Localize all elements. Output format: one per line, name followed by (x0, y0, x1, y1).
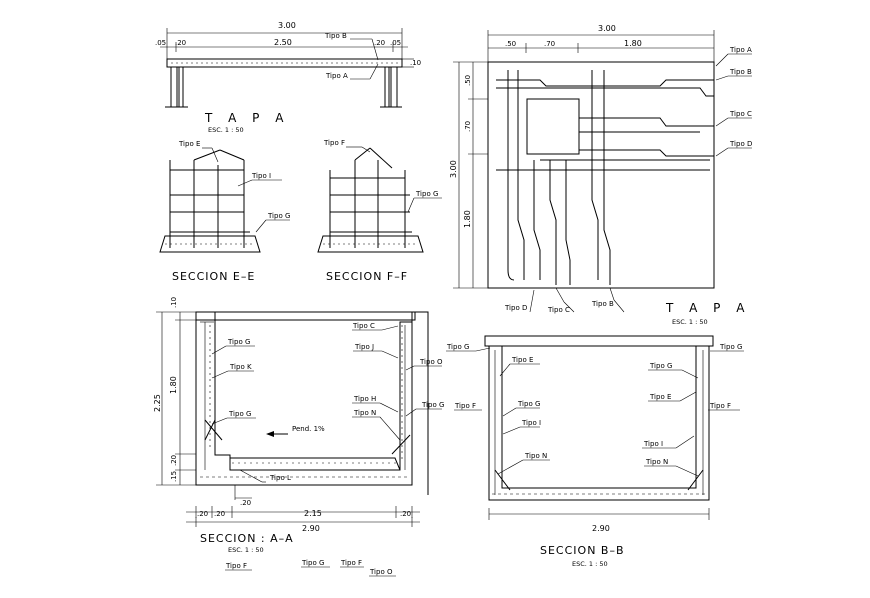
label-aa-tipo-o: Tipo O (419, 358, 443, 366)
dim-plan-s1: .50 (505, 40, 516, 48)
dim-plan-top: 3.00 (598, 24, 616, 33)
dim-plan-l2: .70 (464, 121, 472, 132)
label-plan-bottom-tipo-c: Tipo C (547, 306, 570, 314)
dim-plan-left: 3.00 (449, 160, 458, 178)
seccion-e-e: Tipo E Tipo I Tipo G SECCION E–E (159, 140, 290, 283)
seccion-f-f-title: SECCION F–F (326, 270, 408, 283)
label-bb-tipo-g-right-inner: Tipo G (649, 362, 672, 370)
label-bb-tipo-g-right: Tipo G (719, 343, 742, 351)
label-bb-tipo-f-right: Tipo F (709, 402, 731, 410)
label-bb-tipo-n-right: Tipo N (645, 458, 668, 466)
label-bb-tipo-n-left: Tipo N (524, 452, 547, 460)
dim-tapa-right2: .05 (390, 39, 401, 47)
dim-tapa-total: 3.00 (278, 21, 296, 30)
label-aa-pend: Pend. 1% (292, 425, 325, 433)
dim-aa-bot-mid: 2.15 (304, 509, 322, 518)
label-aa-tipo-k: Tipo K (229, 363, 252, 371)
label-tipo-g-ff: Tipo G (415, 190, 438, 198)
dim-aa-h5: .15 (170, 471, 178, 482)
dim-aa-bot3: .20 (400, 510, 411, 518)
loose-label-tipo-g: Tipo G (301, 559, 324, 567)
label-aa-tipo-g2: Tipo G (228, 410, 251, 418)
label-bb-tipo-g-left: Tipo G (446, 343, 469, 351)
loose-label-tipo-o: Tipo O (369, 568, 393, 576)
label-bb-tipo-f-left: Tipo F (454, 402, 476, 410)
label-aa-tipo-n: Tipo N (353, 409, 376, 417)
dim-tapa-thick: .10 (410, 59, 421, 67)
label-plan-tipo-b: Tipo B (729, 68, 752, 76)
seccion-f-f: Tipo F Tipo G SECCION F–F (317, 139, 442, 283)
dim-aa-h3: 2.25 (153, 394, 162, 412)
label-bb-tipo-g-inner: Tipo G (517, 400, 540, 408)
seccion-b-b-title: SECCION B–B (540, 544, 625, 557)
dim-bb-total: 2.90 (592, 524, 610, 533)
dim-aa-h4: .20 (170, 455, 178, 466)
label-tipo-f: Tipo F (323, 139, 345, 147)
label-tipo-b: Tipo B (324, 32, 347, 40)
loose-labels: Tipo F Tipo G Tipo F Tipo O (225, 559, 396, 577)
dim-plan-s2: .70 (544, 40, 555, 48)
dim-aa-bot1: .20 (197, 510, 208, 518)
dim-tapa-left1: .05 (155, 39, 166, 47)
label-aa-tipo-g3: Tipo G (421, 401, 444, 409)
label-bb-tipo-i-right: Tipo I (643, 440, 663, 448)
dim-plan-l3: 1.80 (463, 210, 472, 228)
label-tipo-a: Tipo A (325, 72, 348, 80)
label-aa-tipo-j: Tipo J (354, 343, 374, 351)
seccion-e-e-title: SECCION E–E (172, 270, 255, 283)
label-tipo-g: Tipo G (267, 212, 290, 220)
loose-label-tipo-f2: Tipo F (340, 559, 362, 567)
dim-aa-h1: .10 (170, 297, 178, 308)
dim-aa-total: 2.90 (302, 524, 320, 533)
seccion-b-b: Tipo G Tipo E Tipo F Tipo G Tipo I Tipo … (446, 335, 744, 568)
dim-aa-b20: .20 (240, 499, 251, 507)
tapa-plan: 3.00 .50 .70 1.80 3.00 .50 .70 1.80 (449, 24, 752, 326)
label-aa-tipo-g1: Tipo G (227, 338, 250, 346)
label-plan-tipo-d: Tipo D (729, 140, 752, 148)
label-aa-tipo-h: Tipo H (353, 395, 376, 403)
seccion-b-b-scale: ESC. 1 : 50 (572, 560, 608, 568)
label-tipo-i: Tipo I (251, 172, 271, 180)
label-aa-tipo-l: Tipo L (269, 474, 291, 482)
label-plan-tipo-c: Tipo C (729, 110, 752, 118)
tapa-plan-scale: ESC. 1 : 50 (672, 318, 708, 326)
tapa-plan-title: T A P A (665, 301, 750, 315)
loose-label-tipo-f: Tipo F (225, 562, 247, 570)
dim-plan-s3: 1.80 (624, 39, 642, 48)
tapa-elevation-scale: ESC. 1 : 50 (208, 126, 244, 134)
dim-plan-l1: .50 (464, 75, 472, 86)
seccion-a-a: 2.25 .10 1.80 .20 .15 Tipo G Tipo K Tipo… (153, 297, 444, 554)
dim-tapa-left2: .20 (175, 39, 186, 47)
dim-aa-bot2: .20 (214, 510, 225, 518)
seccion-a-a-title: SECCION : A–A (200, 532, 294, 545)
label-plan-bottom-tipo-b: Tipo B (591, 300, 614, 308)
label-plan-bottom-tipo-d: Tipo D (504, 304, 527, 312)
tapa-elevation: 3.00 .05 .20 2.50 .20 .05 .10 Tipo B Tip… (155, 21, 421, 134)
dim-tapa-mid: 2.50 (274, 38, 292, 47)
tapa-elevation-title: T A P A (204, 111, 289, 125)
label-bb-tipo-e-left: Tipo E (511, 356, 533, 364)
seccion-a-a-scale: ESC. 1 : 50 (228, 546, 264, 554)
label-tipo-e: Tipo E (178, 140, 200, 148)
label-bb-tipo-i-left: Tipo I (521, 419, 541, 427)
dim-tapa-right1: .20 (374, 39, 385, 47)
label-aa-tipo-c: Tipo C (352, 322, 375, 330)
dim-aa-h2: 1.80 (169, 376, 178, 394)
label-plan-tipo-a: Tipo A (729, 46, 752, 54)
label-bb-tipo-e-right: Tipo E (649, 393, 671, 401)
